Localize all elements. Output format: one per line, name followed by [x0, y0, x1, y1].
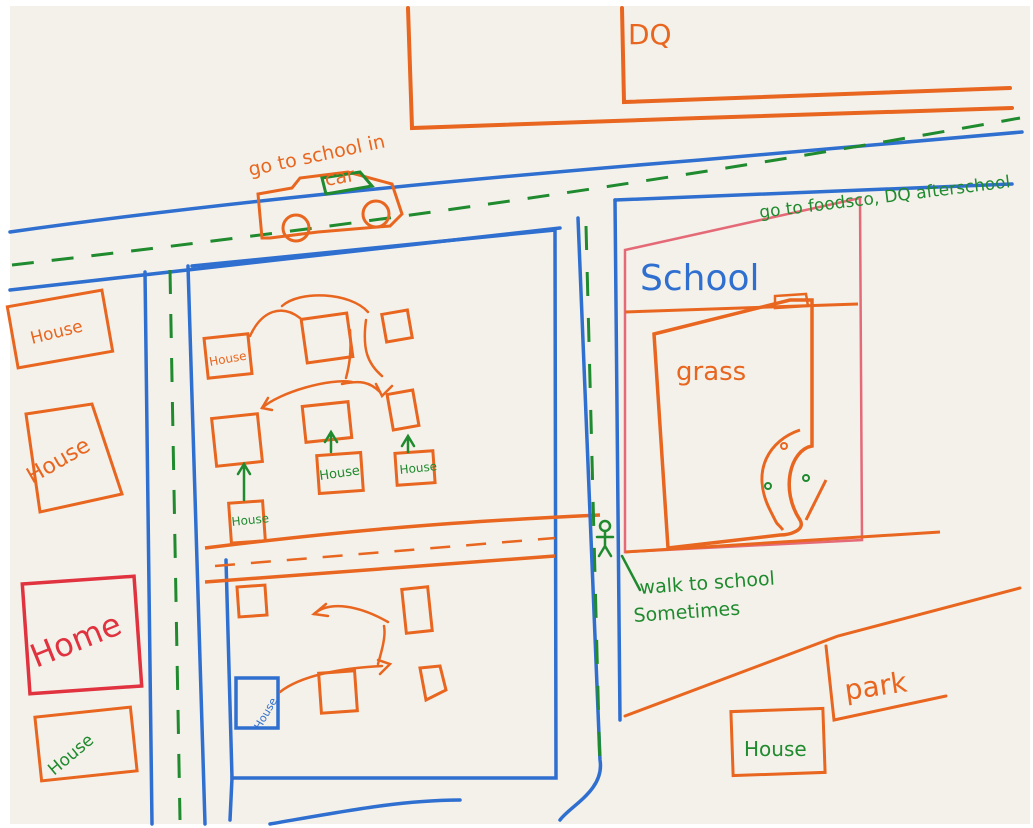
park-area — [623, 586, 1022, 722]
grass-label: grass — [676, 357, 746, 387]
park-house — [729, 706, 827, 778]
left-road-center-dashes — [168, 269, 182, 821]
paper-background — [10, 6, 1030, 824]
grass-stroke — [804, 479, 828, 521]
central-block — [190, 228, 558, 822]
block-house-bottom — [234, 676, 280, 730]
block-house-mid2-label: House — [399, 459, 438, 477]
grass-field — [652, 298, 814, 550]
grass-dot-green-1 — [764, 482, 772, 490]
park-house-label: House — [744, 737, 807, 761]
left-house-bottom — [33, 705, 139, 783]
block-green-arrows — [236, 429, 416, 502]
block-house-lower-label: House — [231, 511, 270, 529]
left-house-mid — [24, 402, 124, 514]
grass-inner-curve — [760, 428, 801, 531]
dq-building — [406, 6, 1014, 131]
left-vertical-road — [143, 264, 207, 826]
school-banner-line — [624, 302, 859, 314]
walking-person-icon — [595, 519, 642, 592]
right-vertical-road — [268, 198, 622, 826]
block-upper-houses — [202, 308, 437, 545]
car-caption-line2: car — [323, 164, 356, 191]
school-lower-edge — [624, 530, 941, 554]
school-label: School — [640, 258, 760, 299]
school-campus — [623, 196, 864, 554]
car-drawing — [256, 170, 404, 243]
main-road-center-dashes — [11, 116, 1021, 267]
home-building — [20, 574, 144, 696]
block-house-top-label: House — [208, 349, 247, 369]
car-window — [320, 170, 375, 196]
grass-notch — [773, 292, 810, 310]
block-lower-arrows — [278, 602, 393, 694]
dq-label: DQ — [628, 18, 672, 51]
block-upper-arrows — [248, 294, 394, 412]
grass-dot-green-2 — [802, 474, 810, 482]
grass-dot-orange — [780, 442, 788, 450]
block-house-mid1-label: House — [318, 463, 360, 484]
left-house-top — [5, 288, 115, 370]
